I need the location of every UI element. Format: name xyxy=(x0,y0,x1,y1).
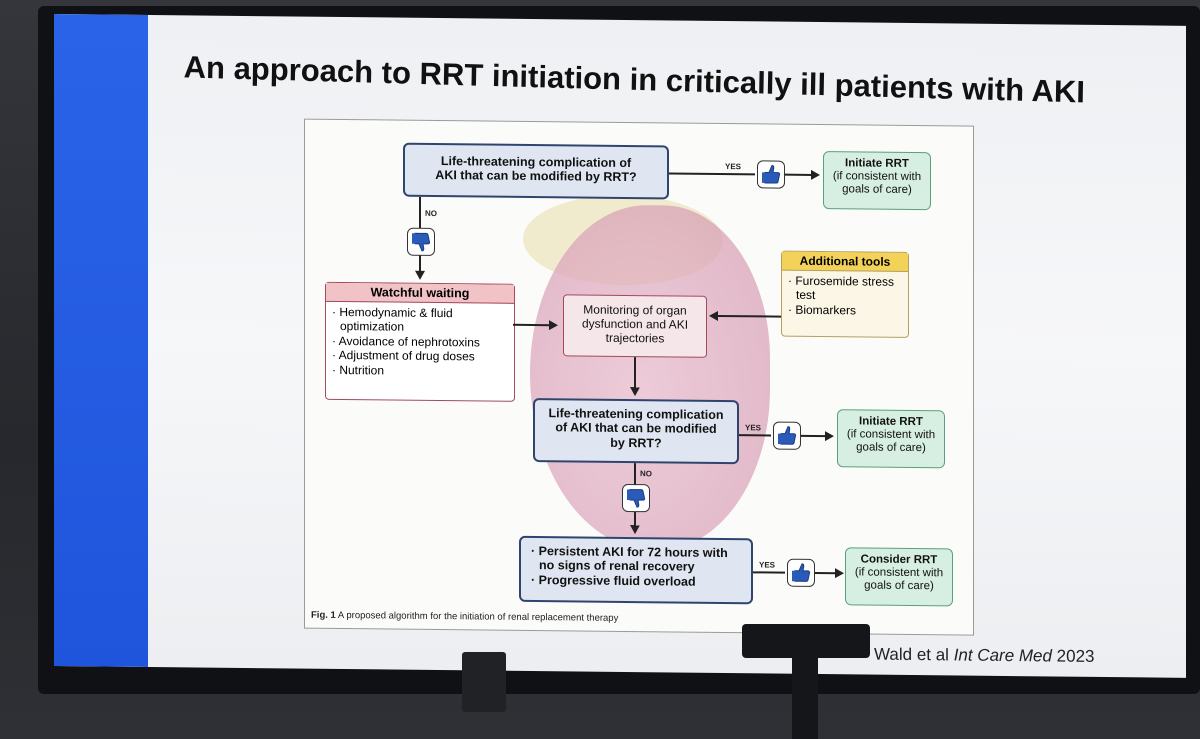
monitoring-line3: trajectories xyxy=(564,331,706,346)
monitoring-arrowhead xyxy=(630,387,640,396)
thumbs-down-icon xyxy=(622,484,650,512)
outcome-1-line3: goals of care) xyxy=(824,184,930,198)
thumbs-up-icon xyxy=(757,160,785,188)
outcome-box-2: Initiate RRT (if consistent with goals o… xyxy=(837,409,945,468)
watchful-waiting-box: Watchful waiting · Hemodynamic & fluid o… xyxy=(325,282,515,402)
outcome1-arrowhead xyxy=(811,170,820,180)
outcome-2-line1: Initiate RRT xyxy=(838,415,944,429)
caption-label: Fig. 1 xyxy=(311,610,336,621)
figure-caption: Fig. 1 A proposed algorithm for the init… xyxy=(311,610,618,624)
watchful-arrowhead xyxy=(549,320,558,330)
watchful-item: · Nutrition xyxy=(332,362,508,378)
outcome2-arrow xyxy=(801,435,827,437)
outcome-1-line1: Initiate RRT xyxy=(824,157,930,171)
additional-tools-box: Additional tools · Furosemide stress tes… xyxy=(781,251,909,338)
outcome-2-line2: (if consistent with xyxy=(838,428,944,442)
monitoring-box: Monitoring of organ dysfunction and AKI … xyxy=(563,294,707,358)
tools-item: · Furosemide stress xyxy=(788,274,902,290)
watchful-to-monitoring xyxy=(513,324,551,326)
outcome1-arrow xyxy=(785,174,813,176)
tools-arrowhead xyxy=(709,311,718,321)
yes1-connector xyxy=(669,172,755,175)
thumbs-up-icon xyxy=(773,422,801,450)
yes3-connector xyxy=(753,571,785,573)
watchful-item: · Adjustment of drug doses xyxy=(332,348,508,364)
monitor-clip xyxy=(742,624,870,658)
slide-accent-bar xyxy=(54,14,148,667)
no2-arrowhead xyxy=(630,525,640,534)
yes2-connector xyxy=(739,434,771,436)
persistent-aki-box: · Persistent AKI for 72 hours with no si… xyxy=(519,536,753,604)
yes1-label: YES xyxy=(725,162,741,171)
monitoring-to-q2 xyxy=(634,357,636,389)
outcome3-arrow xyxy=(815,572,837,574)
citation: Wald et al Int Care Med 2023 xyxy=(874,645,1095,667)
outcome-box-3: Consider RRT (if consistent with goals o… xyxy=(845,547,953,606)
outcome3-arrowhead xyxy=(835,568,844,578)
no1-arrowhead xyxy=(415,271,425,280)
thumbs-down-icon xyxy=(407,228,435,256)
tools-item: test xyxy=(788,288,902,304)
outcome-3-line2: (if consistent with xyxy=(846,567,952,581)
decision-box-1: Life-threatening complication of AKI tha… xyxy=(403,143,669,200)
outcome-box-1: Initiate RRT (if consistent with goals o… xyxy=(823,151,931,210)
clip-post xyxy=(792,656,818,739)
slide-screen: An approach to RRT initiation in critica… xyxy=(54,14,1186,678)
persistent-line3: · Progressive fluid overload xyxy=(531,573,745,590)
kidney-illustration xyxy=(530,204,770,552)
citation-journal: Int Care Med xyxy=(954,645,1052,665)
outcome-3-line3: goals of care) xyxy=(846,580,952,594)
monitor-stand xyxy=(462,652,506,712)
thumbs-up-icon xyxy=(787,559,815,587)
no2-label: NO xyxy=(640,469,652,478)
no1-label: NO xyxy=(425,209,437,218)
yes2-label: YES xyxy=(745,423,761,432)
caption-text: A proposed algorithm for the initiation … xyxy=(336,610,619,624)
outcome-3-line1: Consider RRT xyxy=(846,553,952,567)
citation-year: 2023 xyxy=(1052,646,1095,665)
watchful-item: optimization xyxy=(332,319,508,335)
slide-title: An approach to RRT initiation in critica… xyxy=(183,49,1163,112)
outcome-2-line3: goals of care) xyxy=(838,442,944,456)
additional-tools-heading: Additional tools xyxy=(782,252,908,272)
tools-item: · Biomarkers xyxy=(788,302,902,318)
decision-1-line2: AKI that can be modified by RRT? xyxy=(405,168,667,185)
decision-2-line3: by RRT? xyxy=(535,435,737,451)
yes3-label: YES xyxy=(759,560,775,569)
outcome-1-line2: (if consistent with xyxy=(824,170,930,184)
flowchart-figure: Life-threatening complication of AKI tha… xyxy=(304,119,974,636)
outcome2-arrowhead xyxy=(825,431,834,441)
watchful-waiting-heading: Watchful waiting xyxy=(326,283,514,304)
decision-2-line2: of AKI that can be modified xyxy=(535,420,737,436)
decision-box-2: Life-threatening complication of AKI tha… xyxy=(533,398,739,464)
citation-authors: Wald et al xyxy=(874,645,954,665)
